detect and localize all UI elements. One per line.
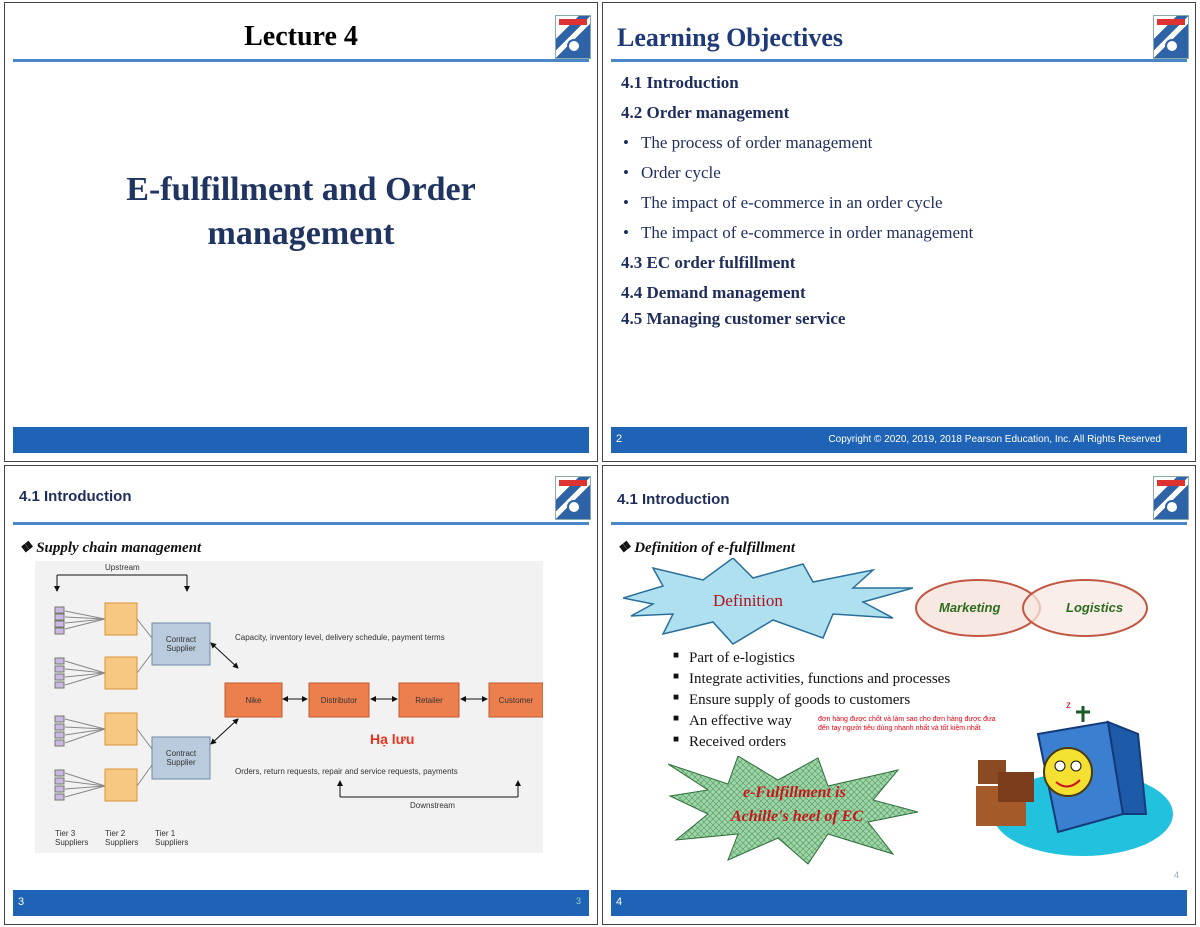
slide-number: 2 <box>616 433 623 445</box>
diamond-bullet-icon: ❖ <box>19 540 37 556</box>
university-logo <box>555 476 591 520</box>
bullet-item: Integrate activities, functions and proc… <box>673 671 1013 692</box>
title-divider <box>13 522 589 525</box>
university-logo <box>555 15 591 59</box>
objective-item: The process of order management <box>621 133 1121 163</box>
slide-title: Lecture 4 <box>244 21 358 52</box>
bottom-flow-label: Orders, return requests, repair and serv… <box>235 767 458 776</box>
contract-supplier-bottom: Contract Supplier <box>165 749 197 767</box>
slide-footer: 2 Copyright © 2020, 2019, 2018 Pearson E… <box>611 427 1187 453</box>
tier1-label: Tier 1 Suppliers <box>155 829 189 847</box>
distributor-node: Distributor <box>320 696 358 705</box>
objective-item: 4.5 Managing customer service <box>621 309 846 328</box>
downstream-label: Downstream <box>410 801 455 810</box>
handwritten-note: đơn hàng được chốt và làm sao cho đơn hà… <box>818 716 996 732</box>
slide-footer: 4 4 <box>611 870 1187 916</box>
contract-supplier-top: Contract Supplier <box>165 635 197 653</box>
objective-item: 4.1 Introduction <box>621 73 739 92</box>
ha-luu-annotation: Hạ lưu <box>370 731 415 747</box>
slide-number: 4 <box>616 896 623 908</box>
slide-title: Learning Objectives <box>617 23 844 52</box>
slide-number-right: 4 <box>1173 870 1179 880</box>
slide-subtitle: ❖ Definition of e-fulfillment <box>617 540 796 556</box>
definition-burst <box>623 558 913 645</box>
definition-label: Definition <box>713 591 783 610</box>
title-divider <box>611 522 1187 525</box>
fulfillment-burst <box>668 756 918 865</box>
definition-bullets: Part of e-logistics Integrate activities… <box>673 650 1013 755</box>
diagram-arrows <box>54 574 543 802</box>
slide-2[interactable]: Learning Objectives 4.1 Introduction 4.2… <box>602 2 1196 462</box>
slide-footer: 3 3 <box>13 890 589 916</box>
burst-line-2: Achille's heel of EC <box>731 808 863 825</box>
bullet-item: Ensure supply of goods to customers <box>673 692 1013 713</box>
slide-subtitle: ❖ Supply chain management <box>19 540 202 556</box>
diamond-bullet-icon: ❖ <box>617 540 635 556</box>
logistics-label: Logistics <box>1066 600 1124 615</box>
retailer-node: Retailer <box>415 696 443 705</box>
objectives-list: 4.1 Introduction 4.2 Order management Th… <box>621 73 1121 339</box>
bullet-item: Part of e-logistics <box>673 650 1013 671</box>
customer-node: Customer <box>498 696 534 705</box>
slide-number-right: 3 <box>575 896 581 906</box>
bullet-item: Received orders <box>673 734 1013 755</box>
slide-3[interactable]: 4.1 Introduction ❖ Supply chain manageme… <box>4 465 598 925</box>
bullet-item: An effective way <box>673 713 1013 734</box>
objective-item: 4.4 Demand management <box>621 283 806 302</box>
slide-4[interactable]: 4.1 Introduction ❖ Definition of e-fulfi… <box>602 465 1196 925</box>
nike-node: Nike <box>245 696 262 705</box>
main-title: E-fulfillment and Order management <box>126 171 476 252</box>
upstream-label: Upstream <box>105 563 140 572</box>
objective-item: The impact of e-commerce in order manage… <box>621 223 1121 253</box>
slide-footer <box>13 427 589 453</box>
svg-text:z: z <box>1066 700 1071 711</box>
objective-item: The impact of e-commerce in an order cyc… <box>621 193 1121 223</box>
burst-line-1: e-Fulfillment is <box>743 784 846 801</box>
marketing-label: Marketing <box>939 600 1001 615</box>
copyright: Copyright © 2020, 2019, 2018 Pearson Edu… <box>828 434 1161 445</box>
university-logo <box>1153 15 1189 59</box>
objective-item: Order cycle <box>621 163 1121 193</box>
objective-item: 4.2 Order management <box>621 103 790 122</box>
robot-clipart: z <box>976 700 1173 856</box>
marketing-logistics-venn <box>915 579 1148 637</box>
objective-item: 4.3 EC order fulfillment <box>621 253 796 272</box>
university-logo <box>1153 476 1189 520</box>
title-divider <box>13 59 589 62</box>
slide-number: 3 <box>18 896 25 908</box>
title-divider <box>611 59 1187 62</box>
supply-chain-diagram: Upstream Contract Supplier Contract Supp… <box>35 561 543 853</box>
top-flow-label: Capacity, inventory level, delivery sche… <box>235 633 445 642</box>
slide-title: 4.1 Introduction <box>19 488 132 505</box>
tier3-label: Tier 3 Suppliers <box>55 829 89 847</box>
slide-title: 4.1 Introduction <box>617 491 730 508</box>
tier2-label: Tier 2 Suppliers <box>105 829 139 847</box>
slide-1[interactable]: Lecture 4 E-fulfillment and Order manage… <box>4 2 598 462</box>
